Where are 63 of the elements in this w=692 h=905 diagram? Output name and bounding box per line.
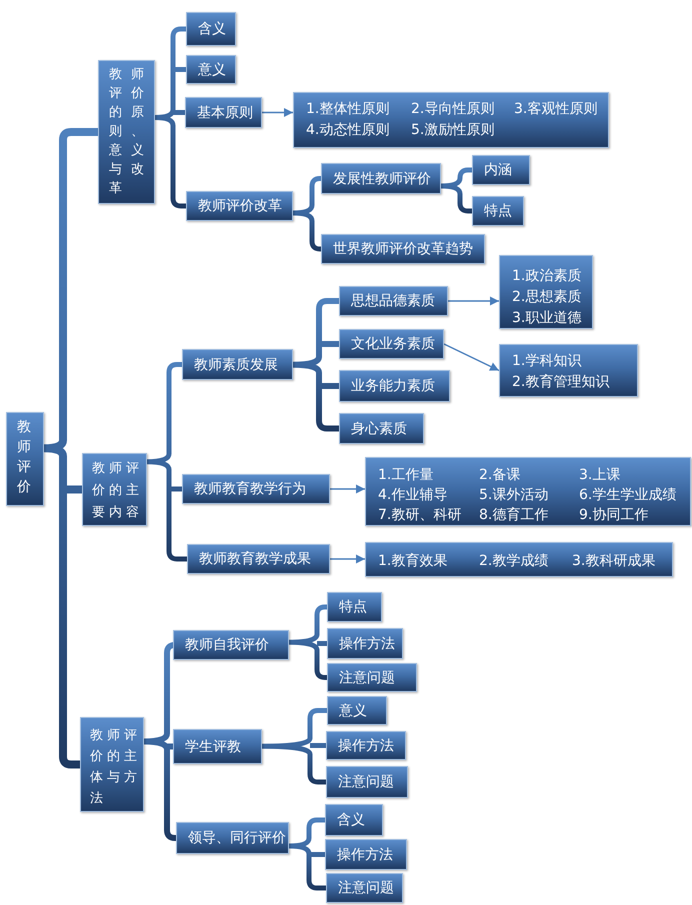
topic-box: 教师素质发展 — [182, 349, 293, 380]
list-box — [499, 255, 593, 329]
topic-box: 操作方法 — [327, 628, 403, 659]
topic-box: 身心素质 — [339, 413, 424, 444]
topic-box: 基本原则 — [185, 97, 262, 128]
topic-box: 含义 — [186, 12, 236, 46]
list-item: 9.协同工作 — [579, 506, 650, 525]
list-item: 1.学科知识 — [512, 352, 582, 371]
topic-box: 教师评价的主体与方法 — [80, 717, 144, 812]
list-item: 4.动态性原则 — [306, 121, 390, 140]
list-item: 3.客观性原则 — [514, 100, 598, 119]
topic-box: 业务能力素质 — [339, 370, 450, 402]
topic-box: 意义 — [327, 696, 387, 725]
topic-box: 学生评教 — [173, 729, 262, 764]
topic-box: 教师评价改革 — [186, 191, 293, 221]
list-item: 1.工作量 — [378, 466, 434, 485]
topic-box: 内涵 — [472, 155, 530, 185]
list-item: 8.德育工作 — [479, 506, 550, 525]
list-box — [499, 344, 638, 397]
list-item: 2.教学成绩 — [479, 552, 550, 571]
topic-box: 教师教育教学成果 — [187, 544, 330, 574]
topic-box: 思想品德素质 — [339, 286, 448, 316]
topic-box: 意义 — [186, 55, 236, 84]
topic-box: 教师自我评价 — [173, 630, 289, 660]
list-item: 2.教育管理知识 — [512, 373, 610, 392]
arrow — [448, 296, 499, 306]
topic-box: 教师评价的原则、意义与改革 — [98, 60, 155, 204]
topic-box: 特点 — [327, 592, 382, 622]
list-box — [365, 542, 673, 577]
list-box — [365, 457, 691, 526]
arrow — [444, 343, 500, 372]
list-item: 3.教科研成果 — [572, 552, 656, 571]
list-item: 5.课外活动 — [479, 486, 550, 505]
topic-box: 注意问题 — [326, 873, 403, 903]
list-item: 3.上课 — [579, 466, 622, 485]
topic-box: 教师教育教学行为 — [182, 474, 330, 504]
topic-box: 操作方法 — [325, 839, 407, 870]
arrow — [262, 108, 293, 117]
topic-box: 特点 — [472, 196, 524, 226]
topic-box: 操作方法 — [326, 731, 406, 760]
list-item: 6.学生学业成绩 — [579, 486, 678, 505]
list-item: 2.导向性原则 — [411, 100, 496, 119]
arrow — [330, 554, 365, 564]
list-item: 3.职业道德 — [512, 309, 582, 328]
topic-box: 世界教师评价改革趋势 — [321, 234, 485, 264]
list-item: 5.激励性原则 — [411, 121, 496, 140]
topic-box: 教师评价 — [6, 412, 44, 506]
list-item: 2.思想素质 — [512, 288, 582, 307]
topic-box: 注意问题 — [326, 766, 408, 798]
topic-box: 发展性教师评价 — [321, 163, 441, 194]
topic-box: 教师评价的主要内容 — [82, 453, 147, 526]
list-item: 1.教育效果 — [378, 552, 448, 571]
list-item: 7.教研、科研 — [378, 506, 462, 525]
list-box — [293, 92, 609, 148]
list-item: 2.备课 — [479, 466, 522, 485]
topic-box: 注意问题 — [327, 663, 417, 692]
topic-box: 文化业务素质 — [339, 329, 444, 359]
list-item: 1.政治素质 — [512, 267, 582, 286]
topic-box: 领导、同行评价 — [176, 822, 289, 854]
arrow — [330, 484, 365, 494]
list-item: 1.整体性原则 — [306, 100, 390, 119]
topic-box: 含义 — [325, 804, 383, 836]
list-item: 4.作业辅导 — [378, 486, 448, 505]
